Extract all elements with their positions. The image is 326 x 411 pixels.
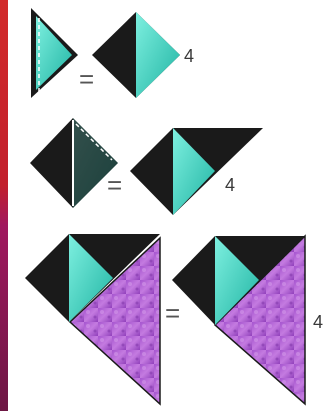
step1-folded-triangle: [31, 8, 78, 98]
step2-flying-geese: [130, 128, 263, 215]
step1-count: 4: [184, 46, 194, 66]
step-1: = 4: [31, 8, 194, 98]
fabric-edge-strip: [0, 0, 8, 411]
step-3: = 4: [25, 234, 323, 404]
step3-geese-and-triangle: [25, 234, 160, 404]
step-2: = 4: [30, 118, 263, 215]
step1-square-diamond: [92, 12, 180, 98]
step2-equals-sign: =: [107, 170, 122, 200]
step1-equals-sign: =: [79, 64, 94, 94]
step3-count: 4: [313, 312, 323, 332]
step3-result-block: [172, 236, 305, 404]
step3-equals-sign: =: [165, 298, 180, 328]
step2-count: 4: [225, 175, 235, 195]
step2-folded-diamond: [30, 118, 118, 208]
